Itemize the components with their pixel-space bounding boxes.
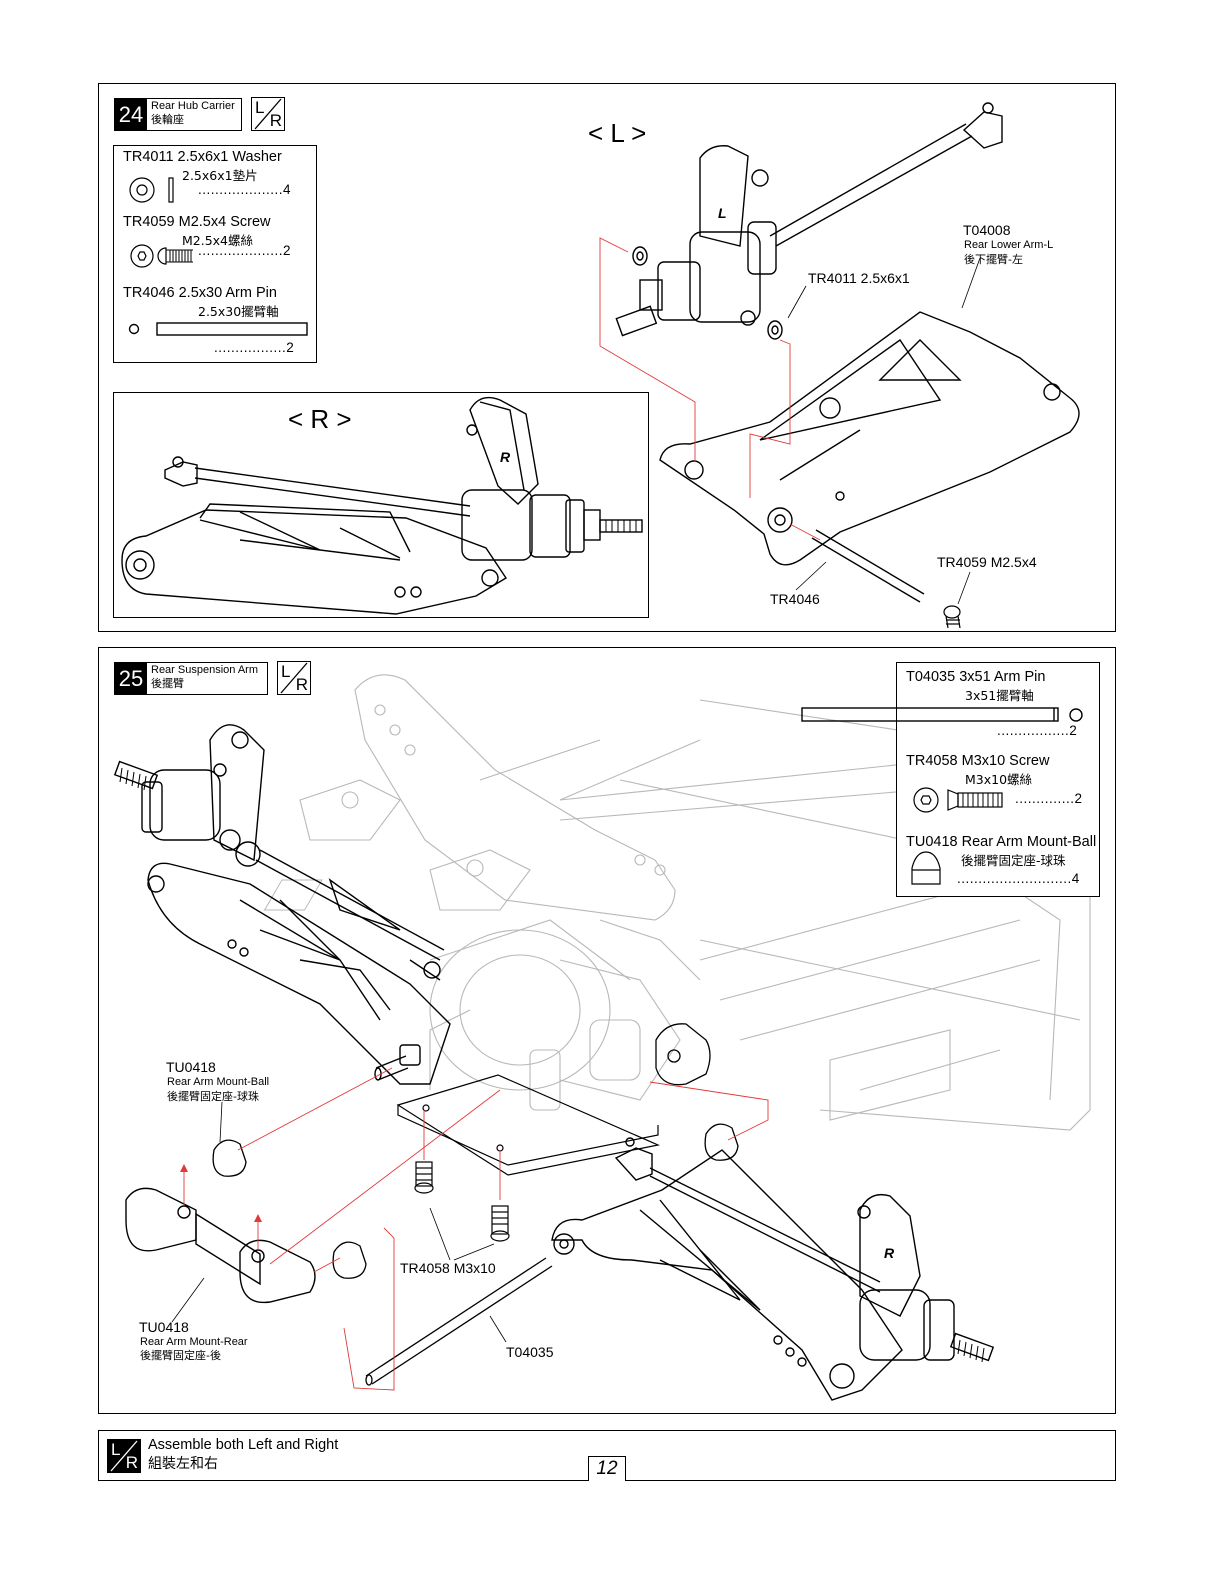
ball-mount-icon — [911, 851, 941, 885]
right-view-box — [113, 392, 649, 618]
footer-note-cn: 組裝左和右 — [148, 1456, 218, 1472]
callout-tu0418-rear-cn: 後擺臂固定座-後 — [140, 1349, 221, 1362]
step-24-panel — [98, 83, 1116, 632]
callout-tr4058: TR4058 M3x10 — [400, 1260, 496, 1276]
part-name-cn: 2.5x6x1墊片 — [182, 168, 258, 183]
part-name-cn: 3x51擺臂軸 — [965, 688, 1034, 703]
step-title-cn: 後擺臂 — [151, 678, 184, 690]
part-qty: ....................2 — [198, 243, 292, 258]
chassis-background-drawing: R — [113, 674, 1091, 1401]
svg-text:L: L — [718, 205, 727, 221]
step-25-header: 25 Rear Suspension Arm 後擺臂 — [114, 662, 268, 695]
callout-t04008-cn: 後下擺臂-左 — [964, 253, 1023, 266]
callout-tu0418-ball-cn: 後擺臂固定座-球珠 — [167, 1090, 259, 1103]
part-name-cn: 後擺臂固定座-球珠 — [961, 853, 1066, 868]
callout-tr4059: TR4059 M2.5x4 — [937, 554, 1037, 570]
step-24-drawing: R L — [121, 102, 1080, 629]
screw-icon — [913, 787, 1003, 813]
washer-icon — [129, 177, 174, 203]
callout-tu0418-rear: TU0418 — [139, 1319, 189, 1335]
parts-list-25: T04035 3x51 Arm Pin 3x51擺臂軸 ............… — [896, 662, 1100, 897]
screw-icon — [130, 244, 193, 268]
callout-t04035: T04035 — [506, 1344, 554, 1360]
part-name-cn: M3x10螺絲 — [965, 772, 1033, 787]
step-title-cn: 後輪座 — [151, 114, 184, 126]
callout-t04008-en: Rear Lower Arm-L — [964, 239, 1054, 251]
step-number: 24 — [115, 99, 147, 130]
part-name-cn: M2.5x4螺絲 — [182, 233, 254, 248]
page-number: 12 — [588, 1456, 626, 1481]
view-label-left: < L > — [588, 118, 647, 148]
part-qty: .................2 — [214, 340, 295, 355]
svg-text:R: R — [884, 1245, 895, 1261]
left-right-icon: L R — [107, 1439, 141, 1473]
step-24-header: 24 Rear Hub Carrier 後輪座 — [114, 98, 242, 131]
view-label-right: < R > — [288, 404, 352, 434]
part-name: TR4058 M3x10 Screw — [906, 753, 1050, 769]
arm-pin-icon — [801, 707, 1083, 722]
part-name: T04035 3x51 Arm Pin — [906, 669, 1046, 685]
part-name-cn: 2.5x30擺臂軸 — [198, 304, 279, 319]
callout-tr4011: TR4011 2.5x6x1 — [808, 270, 910, 286]
arm-pin-icon — [128, 322, 308, 336]
footer-note-en: Assemble both Left and Right — [148, 1437, 339, 1453]
parts-list-25-icons — [801, 707, 1083, 885]
part-name: TR4059 M2.5x4 Screw — [123, 214, 271, 230]
part-qty: ..............2 — [1015, 791, 1083, 806]
step-title-en: Rear Suspension Arm — [151, 664, 258, 676]
svg-text:R: R — [500, 449, 511, 465]
part-name: TR4046 2.5x30 Arm Pin — [123, 285, 277, 301]
parts-list-24: TR4011 2.5x6x1 Washer 2.5x6x1墊片 ........… — [113, 145, 317, 363]
part-qty: ....................4 — [198, 182, 292, 197]
part-name: TR4011 2.5x6x1 Washer — [123, 149, 282, 165]
callout-t04008: T04008 — [963, 222, 1011, 238]
left-right-icon: L R — [277, 661, 311, 695]
part-qty: ...........................4 — [957, 871, 1080, 886]
part-name: TU0418 Rear Arm Mount-Ball — [906, 834, 1097, 850]
step-25-panel — [98, 647, 1116, 1414]
callout-tu0418-ball-en: Rear Arm Mount-Ball — [167, 1076, 270, 1088]
step-number: 25 — [115, 663, 147, 694]
callout-tu0418-rear-en: Rear Arm Mount-Rear — [140, 1336, 248, 1348]
left-right-icon: L R — [251, 97, 285, 131]
callout-tr4046: TR4046 — [770, 591, 820, 607]
step-title-en: Rear Hub Carrier — [151, 100, 235, 112]
callout-tu0418-ball: TU0418 — [166, 1059, 216, 1075]
part-qty: .................2 — [997, 723, 1078, 738]
